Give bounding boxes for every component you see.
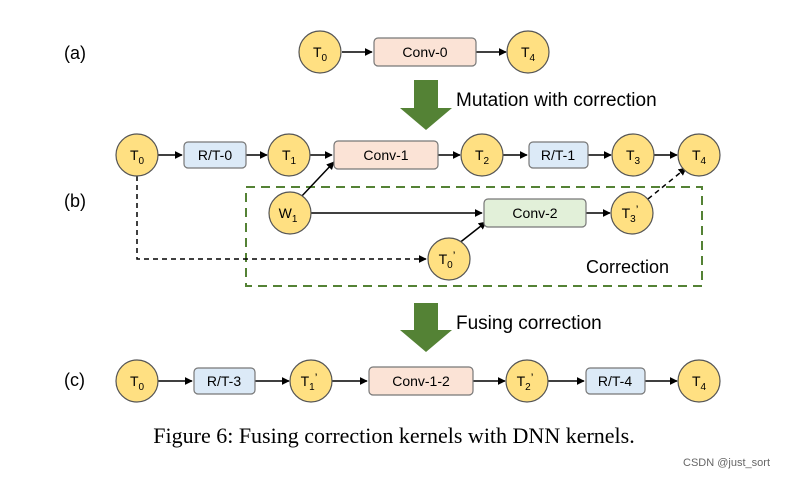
svg-text:Conv-0: Conv-0	[402, 44, 447, 60]
svg-text:T4: T4	[692, 147, 707, 167]
node-b-t4: T4	[677, 133, 721, 177]
node-b-t1: T1	[267, 133, 311, 177]
box-c-conv12: Conv-1-2	[368, 366, 474, 396]
node-c-t4: T4	[677, 359, 721, 403]
svg-text:T0’: T0’	[439, 249, 456, 271]
node-b-t0p: T0’	[427, 237, 471, 281]
box-a-conv0: Conv-0	[373, 37, 477, 67]
box-b-conv1: Conv-1	[333, 140, 439, 170]
node-c-t1p: T1’	[289, 359, 333, 403]
figure-caption: Figure 6: Fusing correction kernels with…	[153, 423, 634, 448]
box-b-conv2: Conv-2	[483, 198, 587, 228]
edge-b-t0p-conv2	[457, 221, 487, 245]
svg-text:T2: T2	[475, 147, 490, 167]
panel-label-c: (c)	[64, 370, 85, 390]
panel-label-a: (a)	[64, 43, 86, 63]
box-b-rt0: R/T-0	[183, 141, 247, 169]
down-arrow-mutation-icon	[400, 80, 452, 130]
panel-label-b: (b)	[64, 191, 86, 211]
svg-text:R/T-4: R/T-4	[598, 373, 632, 389]
svg-text:T1’: T1’	[301, 371, 318, 393]
svg-text:R/T-1: R/T-1	[541, 147, 575, 163]
node-b-w1: W1	[268, 191, 312, 235]
edge-b-w1-conv1	[299, 161, 335, 199]
node-b-t0: T0	[115, 133, 159, 177]
step-label-fusing: Fusing correction	[456, 313, 602, 334]
correction-region	[245, 186, 703, 287]
box-c-rt3: R/T-3	[193, 367, 256, 395]
svg-text:T4: T4	[692, 373, 707, 393]
correction-label: Correction	[586, 257, 669, 277]
edge-b-t3p-t4	[647, 167, 687, 200]
node-c-t2p: T2’	[505, 359, 549, 403]
edge-b-t0-t0p	[136, 176, 427, 263]
node-c-t0: T0	[115, 359, 159, 403]
svg-text:T3’: T3’	[622, 203, 639, 225]
box-c-rt4: R/T-4	[585, 367, 646, 395]
svg-text:T0: T0	[130, 373, 145, 393]
svg-text:Conv-1-2: Conv-1-2	[392, 373, 450, 389]
node-a-t4: T4	[506, 30, 550, 74]
svg-text:T3: T3	[626, 147, 641, 167]
svg-text:T0: T0	[313, 44, 328, 64]
svg-text:W1: W1	[279, 205, 298, 225]
box-b-rt1: R/T-1	[528, 141, 589, 169]
svg-text:T0: T0	[130, 147, 145, 167]
node-b-t2: T2	[460, 133, 504, 177]
svg-text:T4: T4	[521, 44, 536, 64]
svg-text:R/T-0: R/T-0	[198, 147, 232, 163]
svg-text:T2’: T2’	[517, 371, 534, 393]
watermark: CSDN @just_sort	[683, 457, 770, 469]
svg-text:R/T-3: R/T-3	[207, 373, 241, 389]
node-b-t3: T3	[611, 133, 655, 177]
step-label-mutation: Mutation with correction	[456, 90, 657, 111]
svg-text:Conv-2: Conv-2	[512, 205, 557, 221]
svg-text:T1: T1	[282, 147, 297, 167]
svg-text:Conv-1: Conv-1	[363, 147, 408, 163]
node-b-t3p: T3’	[610, 191, 654, 235]
down-arrow-fusing-icon	[400, 303, 452, 352]
node-a-t0: T0	[298, 30, 342, 74]
